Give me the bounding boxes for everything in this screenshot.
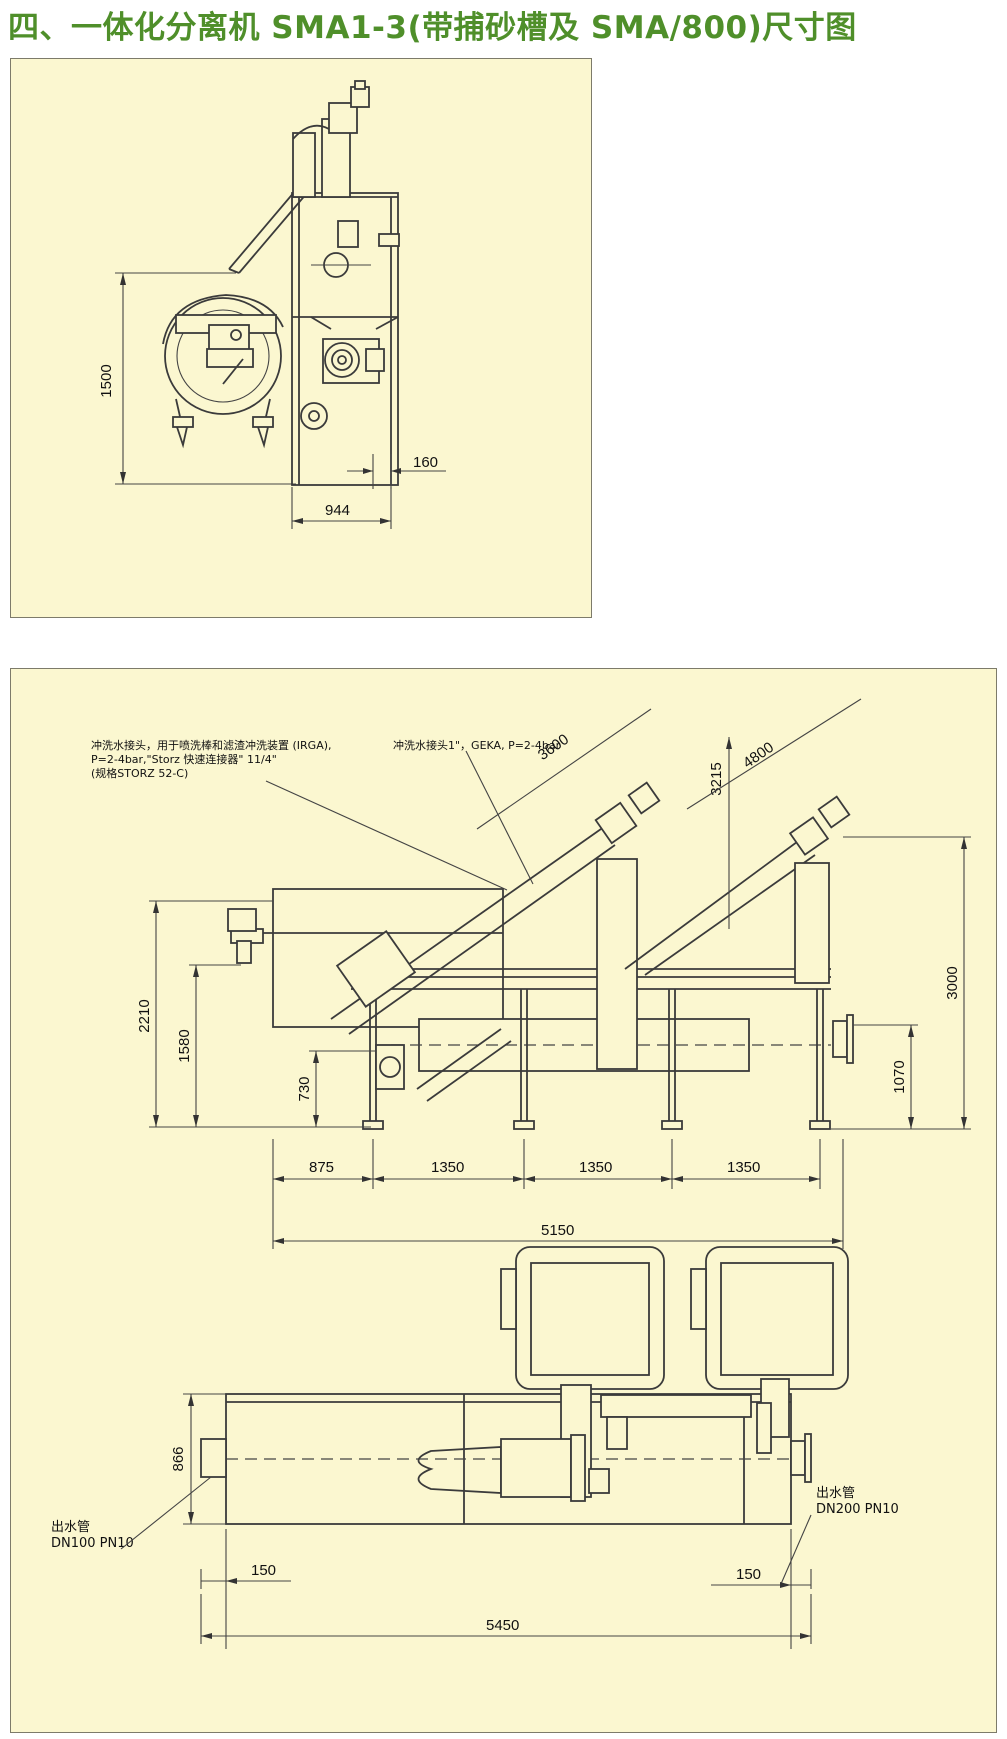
- dim-866-line: [183, 1393, 226, 1525]
- dim-chain-line: [272, 1139, 844, 1249]
- dim-944-label: 944: [325, 502, 350, 519]
- dim-866-label: 866: [170, 1446, 187, 1471]
- side-legs: [362, 989, 831, 1130]
- dim-3600-line: [476, 708, 652, 830]
- dim-4800-line: [686, 698, 862, 810]
- outlet-right-leader: [780, 1514, 812, 1585]
- inclined-screw-right: [624, 795, 851, 984]
- dim-2210-label: 2210: [136, 999, 153, 1032]
- inclined-tube: [228, 183, 308, 274]
- dim-3215-line: [726, 737, 732, 929]
- note-geka: 冲洗水接头1"，GEKA, P=2-4bar: [393, 738, 561, 752]
- outlet-right-spec: DN200 PN10: [816, 1502, 899, 1517]
- dim-160-line: [347, 454, 446, 489]
- dim-875-label: 875: [309, 1159, 334, 1176]
- note-irga-line1: 冲洗水接头，用于喷洗棒和滤渣冲洗装置 (IRGA),: [91, 738, 332, 752]
- dim-730-line: [309, 1050, 376, 1127]
- dim-150-left-label: 150: [251, 1562, 276, 1579]
- dim-3600-label: 3600: [535, 731, 572, 764]
- dim-1350-a-label: 1350: [431, 1159, 464, 1176]
- dim-2210-line: [149, 900, 371, 1128]
- side-plan-drawing: 冲洗水接头，用于喷洗棒和滤渣冲洗装置 (IRGA), P=2-4bar,"Sto…: [51, 698, 971, 1649]
- dim-730-label: 730: [296, 1076, 313, 1101]
- dim-1070-line: [853, 1024, 918, 1129]
- dim-1350-c-label: 1350: [727, 1159, 760, 1176]
- outlet-left-spec: DN100 PN10: [51, 1536, 134, 1551]
- dim-5150-label: 5150: [541, 1222, 574, 1239]
- dim-1500-line: [115, 272, 296, 485]
- dim-1580-line: [189, 964, 241, 1127]
- dim-5450-line: [200, 1594, 812, 1644]
- dim-4800-label: 4800: [740, 739, 777, 772]
- page-title: 四、一体化分离机 SMA1-3(带捕砂槽及 SMA/800)尺寸图: [8, 10, 857, 46]
- dim-150-right-line: [711, 1529, 812, 1649]
- dim-3000-line: [831, 836, 971, 1130]
- dim-160-label: 160: [413, 454, 438, 471]
- outlet-left-label: 出水管: [51, 1520, 90, 1535]
- note-irga-line2: P=2-4bar,"Storz 快速连接器" 11/4": [91, 753, 277, 766]
- dim-1580-label: 1580: [176, 1029, 193, 1062]
- screen-drum: [162, 294, 284, 449]
- front-view-drawing: 1500: [98, 80, 446, 529]
- dim-150-left-line: [200, 1529, 291, 1649]
- side-tank: [227, 888, 854, 1072]
- outlet-left-leader: [120, 1476, 212, 1550]
- side-motor: [375, 1044, 405, 1090]
- dim-3000-label: 3000: [944, 966, 961, 999]
- note-irga-leader: [265, 780, 508, 891]
- dim-1350-b-label: 1350: [579, 1159, 612, 1176]
- dim-5450-label: 5450: [486, 1617, 519, 1634]
- gearbox: [300, 220, 385, 430]
- dim-1500-label: 1500: [98, 364, 115, 397]
- dim-150-right-label: 150: [736, 1566, 761, 1583]
- note-geka-leader: [465, 750, 534, 885]
- vertical-pipes: [292, 80, 370, 198]
- outlet-right-label: 出水管: [816, 1486, 855, 1501]
- dim-944-line: [291, 487, 392, 529]
- plan-screws: [417, 1394, 772, 1502]
- front-view-panel: 1500: [10, 58, 592, 618]
- side-plan-view-panel: 冲洗水接头，用于喷洗棒和滤渣冲洗装置 (IRGA), P=2-4bar,"Sto…: [10, 668, 997, 1733]
- dim-1070-label: 1070: [891, 1060, 908, 1093]
- note-irga-line3: (规格STORZ 52-C): [91, 766, 188, 780]
